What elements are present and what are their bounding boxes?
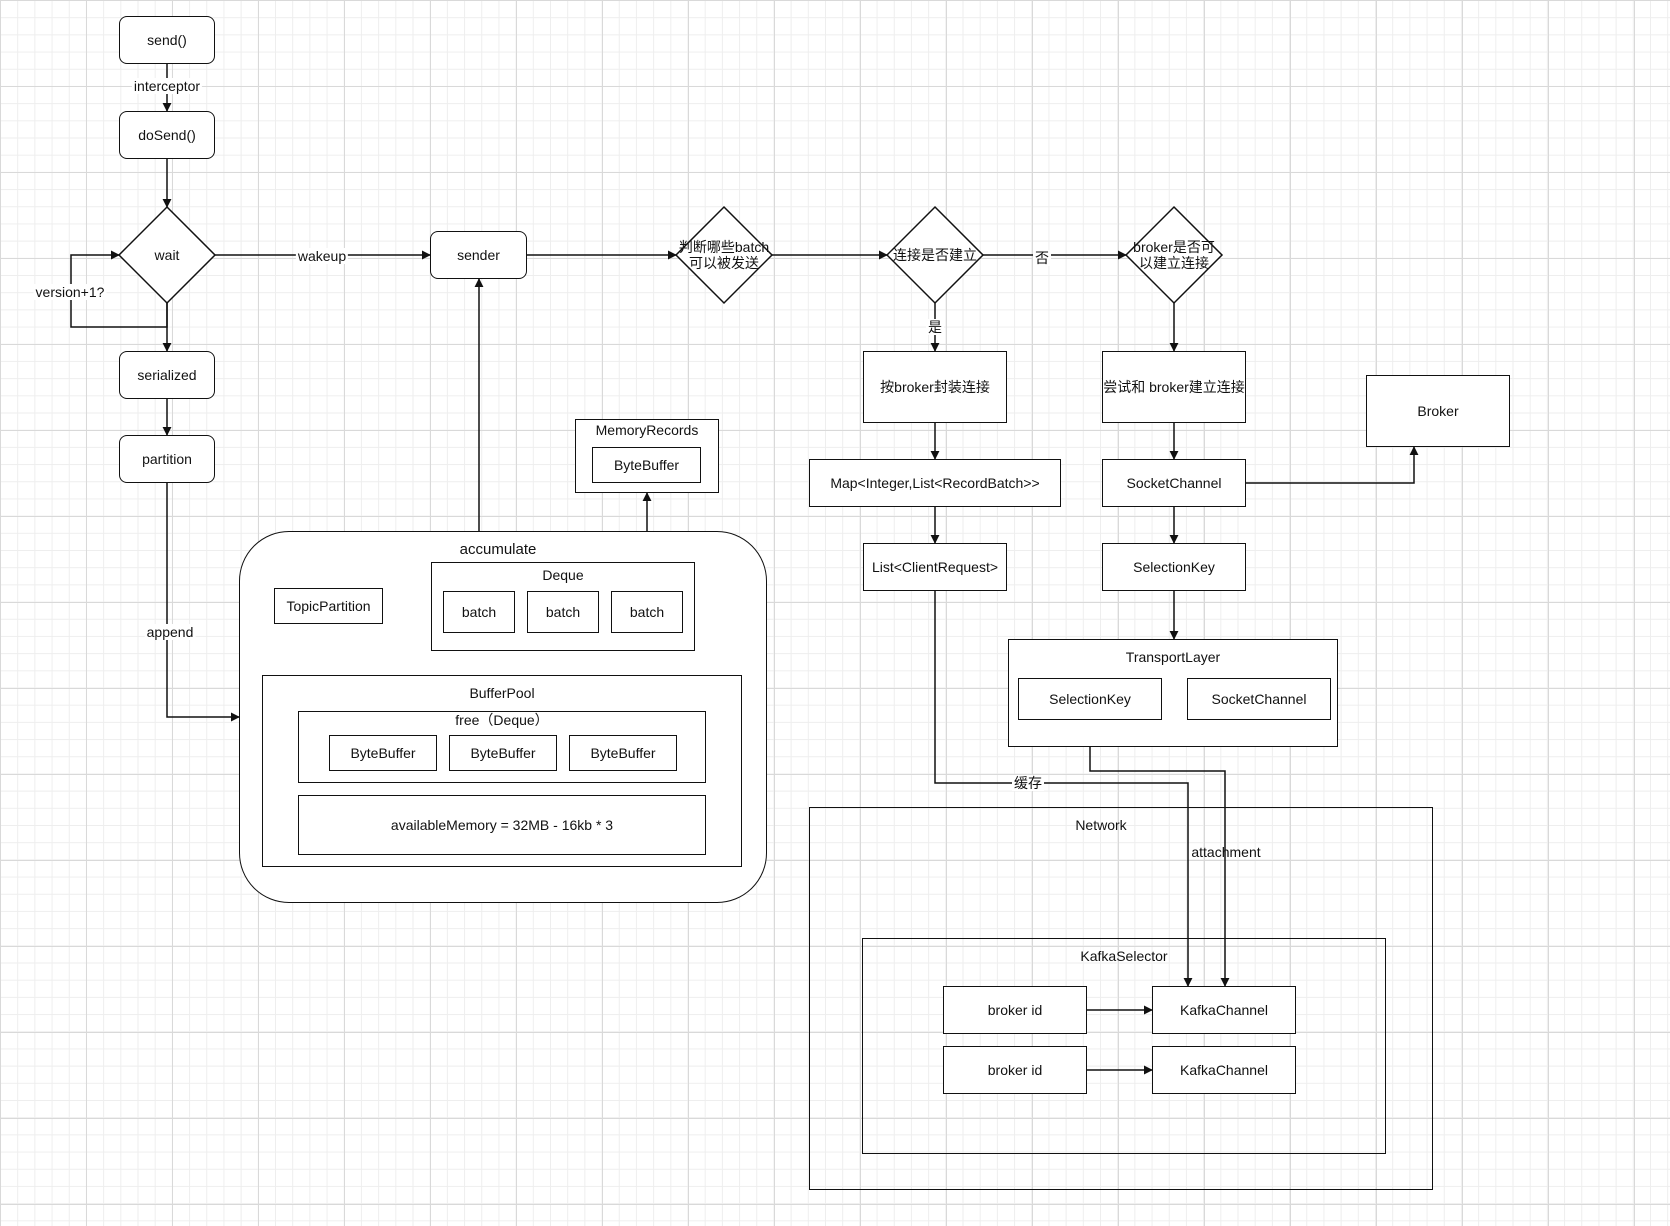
decision-broker-diamond xyxy=(1124,205,1224,305)
batch-2[interactable]: batch xyxy=(527,591,599,633)
edge-cache xyxy=(934,591,1193,987)
send-node[interactable]: send() xyxy=(119,16,215,64)
decision-batch-label: 判断哪些batch 可以被发送 xyxy=(679,239,769,271)
broker-id-1-label: broker id xyxy=(987,1002,1043,1018)
deque-title: Deque xyxy=(542,567,584,583)
selection-key-node[interactable]: SelectionKey xyxy=(1102,543,1246,591)
free-deque-title: free（Deque） xyxy=(455,712,549,728)
broker-id-2[interactable]: broker id xyxy=(943,1046,1087,1094)
dosend-label: doSend() xyxy=(138,127,196,143)
kafka-channel-1[interactable]: KafkaChannel xyxy=(1152,986,1296,1034)
broker-id-1[interactable]: broker id xyxy=(943,986,1087,1034)
socket-channel-node[interactable]: SocketChannel xyxy=(1102,459,1246,507)
batch-3[interactable]: batch xyxy=(611,591,683,633)
network-container: Network xyxy=(809,807,1433,1190)
free-bytebuffer-1[interactable]: ByteBuffer xyxy=(329,735,437,771)
edge-socket-broker xyxy=(1246,446,1419,484)
decision-broker-text: broker是否可 以建立连接 xyxy=(1133,239,1215,271)
wrap-connection-node[interactable]: 按broker封装连接 xyxy=(863,351,1007,423)
map-label: Map<Integer,List<RecordBatch>> xyxy=(830,475,1040,491)
free-bytebuffer-3-label: ByteBuffer xyxy=(590,745,656,761)
client-request-label: List<ClientRequest> xyxy=(871,559,999,575)
cache-label: 缓存 xyxy=(1012,775,1044,791)
transport-socket-channel-label: SocketChannel xyxy=(1211,691,1307,707)
broker-label: Broker xyxy=(1417,403,1459,419)
transport-socket-channel[interactable]: SocketChannel xyxy=(1187,678,1331,720)
available-memory-label: availableMemory = 32MB - 16kb * 3 xyxy=(390,817,614,833)
map-node[interactable]: Map<Integer,List<RecordBatch>> xyxy=(809,459,1061,507)
send-label: send() xyxy=(147,32,187,48)
broker-node[interactable]: Broker xyxy=(1366,375,1510,447)
batch-1-label: batch xyxy=(461,604,497,620)
partition-label: partition xyxy=(142,451,192,467)
broker-id-2-label: broker id xyxy=(987,1062,1043,1078)
no-label: 否 xyxy=(1033,250,1051,266)
append-label: append xyxy=(144,624,196,640)
batch-1[interactable]: batch xyxy=(443,591,515,633)
sender-node[interactable]: sender xyxy=(430,231,527,279)
kafka-channel-2-label: KafkaChannel xyxy=(1180,1062,1268,1078)
version-label: version+1? xyxy=(33,284,107,300)
kafka-channel-1-label: KafkaChannel xyxy=(1180,1002,1268,1018)
batch-2-label: batch xyxy=(545,604,581,620)
kafka-selector-title: KafkaSelector xyxy=(1080,948,1168,964)
dosend-node[interactable]: doSend() xyxy=(119,111,215,159)
wakeup-label: wakeup xyxy=(295,248,349,264)
free-bytebuffer-2-label: ByteBuffer xyxy=(470,745,536,761)
yes-label: 是 xyxy=(926,319,944,335)
serialized-node[interactable]: serialized xyxy=(119,351,215,399)
decision-batch-diamond xyxy=(674,205,774,305)
topic-partition-label: TopicPartition xyxy=(286,598,371,614)
attachment-label: attachment xyxy=(1191,844,1261,860)
try-connect-label: 尝试和 broker建立连接 xyxy=(1103,379,1245,395)
free-bytebuffer-3[interactable]: ByteBuffer xyxy=(569,735,677,771)
interceptor-label: interceptor xyxy=(131,78,203,94)
kafka-channel-2[interactable]: KafkaChannel xyxy=(1152,1046,1296,1094)
partition-node[interactable]: partition xyxy=(119,435,215,483)
memory-records-title: MemoryRecords xyxy=(595,422,699,438)
transport-selection-key[interactable]: SelectionKey xyxy=(1018,678,1162,720)
sender-label: sender xyxy=(457,247,500,263)
transport-layer-title: TransportLayer xyxy=(1125,649,1221,665)
network-title: Network xyxy=(1075,817,1127,833)
free-bytebuffer-2[interactable]: ByteBuffer xyxy=(449,735,557,771)
available-memory-box[interactable]: availableMemory = 32MB - 16kb * 3 xyxy=(298,795,706,855)
transport-selection-key-label: SelectionKey xyxy=(1049,691,1131,707)
accumulate-title: accumulate xyxy=(459,541,537,558)
decision-batch-text: 判断哪些batch 可以被发送 xyxy=(678,239,770,271)
memory-records-bytebuffer[interactable]: ByteBuffer xyxy=(592,447,701,483)
socket-channel-label: SocketChannel xyxy=(1126,475,1222,491)
topic-partition-node[interactable]: TopicPartition xyxy=(274,588,383,624)
buffer-pool-title: BufferPool xyxy=(469,685,535,701)
selection-key-label: SelectionKey xyxy=(1133,559,1215,575)
wait-diamond xyxy=(117,205,217,305)
client-request-node[interactable]: List<ClientRequest> xyxy=(863,543,1007,591)
wrap-connection-label: 按broker封装连接 xyxy=(880,379,990,395)
serialized-label: serialized xyxy=(137,367,197,383)
edge-attachment xyxy=(1089,723,1230,987)
decision-conn-label: 连接是否建立 xyxy=(893,247,977,263)
kafka-selector-container: KafkaSelector xyxy=(862,938,1386,1154)
decision-broker-label: broker是否可 以建立连接 xyxy=(1133,239,1215,271)
memory-records-bytebuffer-label: ByteBuffer xyxy=(613,457,680,473)
decision-conn-diamond xyxy=(885,205,985,305)
edge-append xyxy=(166,483,240,722)
batch-3-label: batch xyxy=(629,604,665,620)
wait-label: wait xyxy=(154,247,180,263)
free-bytebuffer-1-label: ByteBuffer xyxy=(350,745,416,761)
try-connect-node[interactable]: 尝试和 broker建立连接 xyxy=(1102,351,1246,423)
